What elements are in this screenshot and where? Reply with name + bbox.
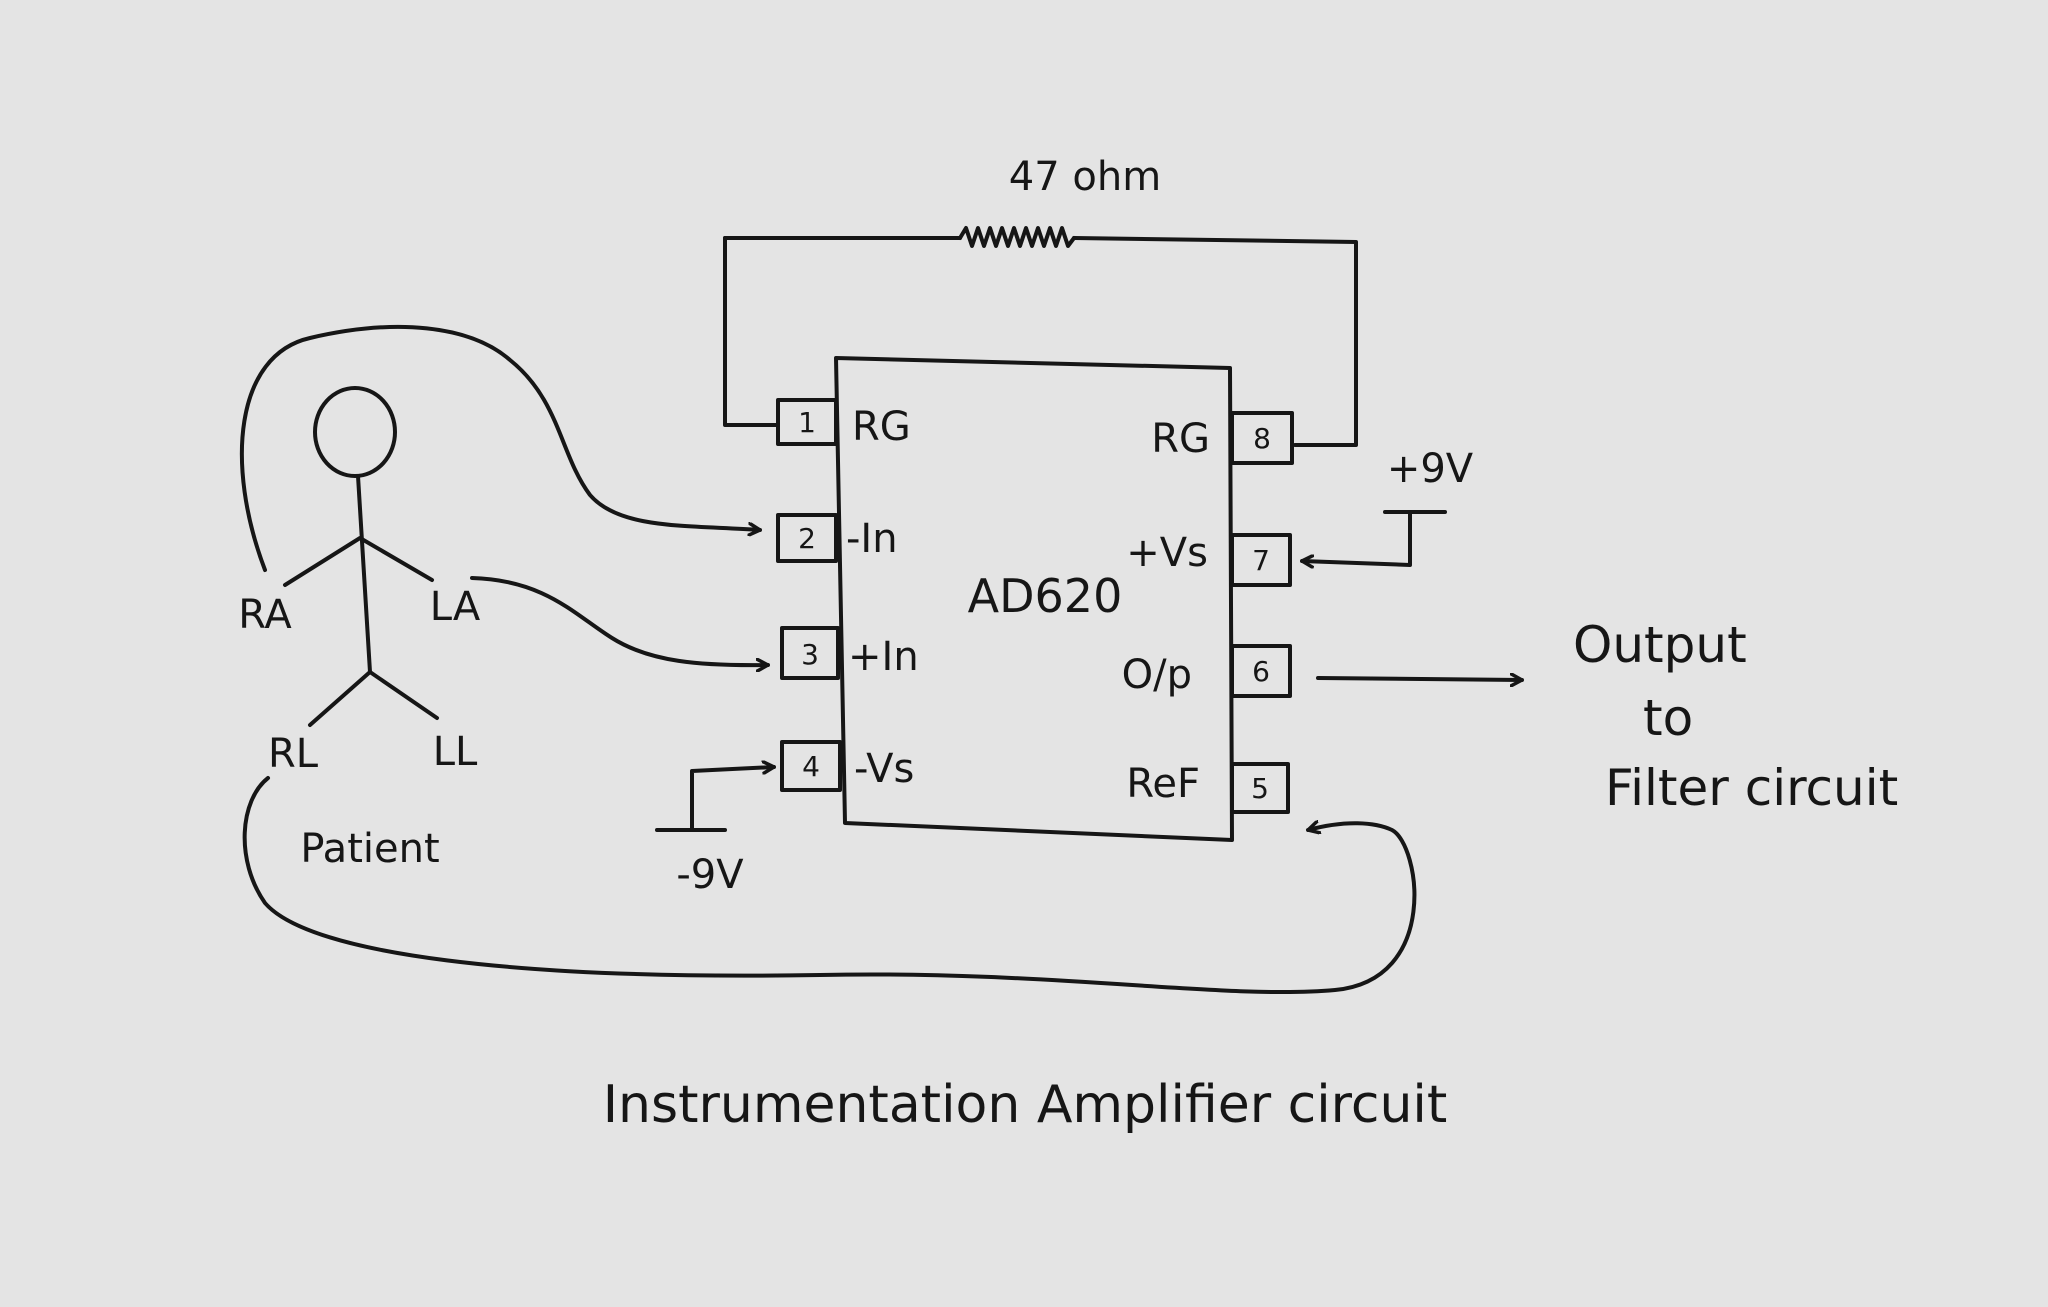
pin-box-2 (776, 513, 838, 563)
supply-positive-label: +9V (1387, 446, 1474, 492)
pin-box-1 (776, 398, 838, 446)
pin-box-4 (780, 740, 842, 792)
output-label-line1: Output (1573, 616, 1747, 674)
pin-number-2: 2 (798, 522, 816, 555)
patient-arms (283, 536, 434, 587)
chip-name: AD620 (968, 569, 1123, 623)
lead-ra-to-minus-in (239, 325, 762, 572)
pin-box-6 (1230, 644, 1292, 698)
electrode-ra-label: RA (238, 592, 292, 638)
ad620-chip: AD620 1 RG 2 -In 3 +In 4 -Vs 8 RG 7 +Vs … (776, 356, 1294, 842)
output-label-line2: to (1643, 689, 1693, 747)
supply-wire-positive (1300, 510, 1412, 565)
gain-resistor: 47 ohm (723, 154, 1358, 447)
pin-box-8 (1230, 411, 1294, 465)
pin-name-8: RG (1151, 416, 1210, 462)
positive-supply: +9V (1300, 446, 1474, 565)
pin-name-1: RG (852, 404, 911, 450)
diagram-title: Instrumentation Amplifier circuit (603, 1075, 1448, 1135)
pin-box-5 (1230, 762, 1290, 814)
pin-name-2: -In (846, 516, 898, 562)
patient-torso (356, 474, 372, 674)
output-arrow (1316, 678, 1524, 680)
supply-wire-negative (690, 767, 776, 832)
patient-label: Patient (300, 826, 439, 872)
output-label: Output to Filter circuit (1573, 616, 1898, 817)
electrode-ll-label: LL (433, 729, 478, 775)
resistor-zigzag (958, 226, 1076, 248)
pin-number-1: 1 (798, 406, 816, 439)
pin-name-3: +In (848, 634, 919, 680)
lead-rl-to-ref (242, 776, 1417, 995)
patient-legs (308, 670, 439, 727)
pin-number-8: 8 (1253, 422, 1271, 455)
resistor-label: 47 ohm (1009, 154, 1161, 200)
pin-number-7: 7 (1252, 544, 1270, 577)
pin-box-3 (780, 626, 840, 680)
patient-head (313, 386, 397, 478)
pin-number-4: 4 (802, 750, 820, 783)
negative-supply: -9V (655, 767, 776, 898)
lead-la-to-plus-in (470, 576, 770, 665)
output-label-line3: Filter circuit (1605, 759, 1898, 817)
pin-number-3: 3 (801, 638, 819, 671)
pin-number-5: 5 (1251, 772, 1269, 805)
pin-name-6: O/p (1122, 652, 1192, 698)
pin-name-5: ReF (1126, 761, 1200, 807)
electrode-la-label: LA (430, 584, 481, 630)
supply-negative-label: -9V (676, 852, 744, 898)
pin-name-7: +Vs (1126, 530, 1208, 576)
resistor-wire-left (723, 236, 780, 427)
pin-name-4: -Vs (854, 746, 914, 792)
chip-body (834, 356, 1234, 842)
resistor-wire-right (1072, 236, 1358, 447)
electrode-rl-label: RL (268, 731, 319, 777)
pin-box-7 (1230, 533, 1292, 587)
pin-number-6: 6 (1252, 655, 1270, 688)
patient-figure: RA LA RL LL Patient (238, 386, 481, 872)
